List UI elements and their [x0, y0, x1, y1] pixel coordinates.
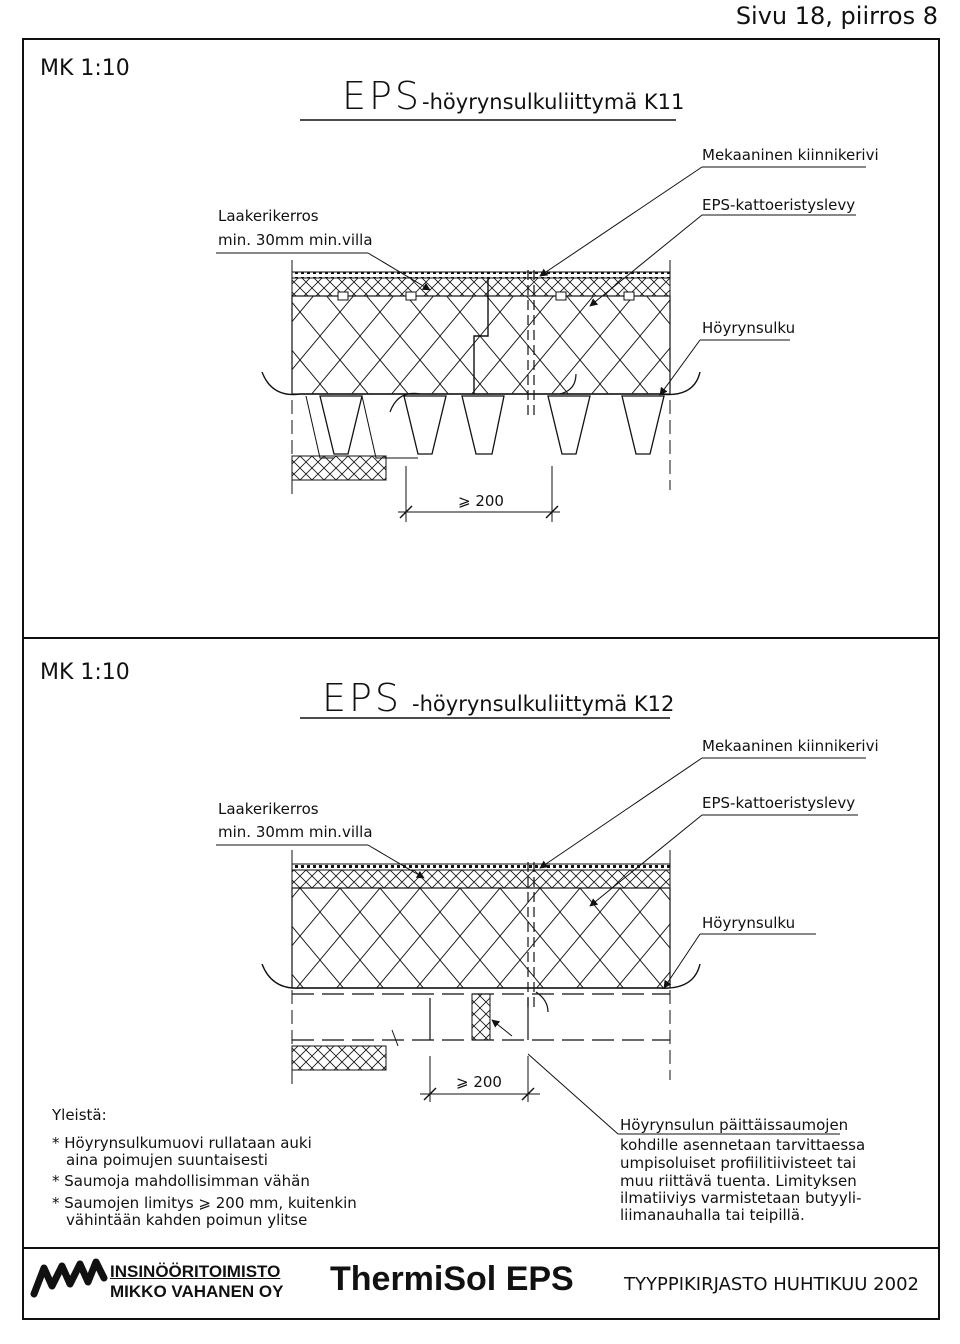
k11-label-layer-2: min. 30mm min.villa — [218, 231, 373, 249]
notes-heading: Yleistä: — [52, 1106, 107, 1124]
note-2-line1: * Saumoja mahdollisimman vähän — [52, 1172, 310, 1190]
k12-drawing — [216, 757, 866, 1135]
k11-dimension-label: ⩾ 200 — [458, 492, 504, 510]
side-note-line-4: muu riittävä tuenta. Limityksen — [620, 1172, 857, 1190]
k11-title-big: EPS — [342, 74, 423, 118]
k11-label-layer-1: Laakerikerros — [218, 207, 319, 225]
k12-label-layer-2: min. 30mm min.villa — [218, 823, 373, 841]
side-note-line-1: Höyrynsulun päittäissaumojen — [620, 1116, 849, 1134]
k11-drawing — [216, 166, 866, 522]
k11-label-board: EPS-kattoeristyslevy — [702, 196, 856, 214]
section-divider-1 — [22, 637, 940, 639]
k12-title-rest: -höyrynsulkuliittymä K12 — [412, 692, 675, 716]
sheet-border — [22, 38, 940, 1320]
k12-title-big: EPS — [322, 676, 403, 720]
page-header: Sivu 18, piirros 8 — [735, 2, 938, 30]
k12-label-layer-1: Laakerikerros — [218, 800, 319, 818]
side-note-line-3: umpisoluiset profiilitiivisteet tai — [620, 1154, 857, 1172]
k12-dimension-label: ⩾ 200 — [456, 1073, 502, 1091]
side-note-line-2: kohdille asennetaan tarvittaessa — [620, 1136, 866, 1154]
note-3-line2: vähintään kahden poimun ylitse — [66, 1211, 308, 1229]
company-name-line2: MIKKO VAHANEN OY — [110, 1282, 284, 1301]
k11-title-rest: -höyrynsulkuliittymä K11 — [422, 90, 685, 114]
k11-label-vapour: Höyrynsulku — [702, 319, 796, 337]
brand-name: ThermiSol EPS — [330, 1260, 574, 1298]
k12-title: EPS -höyrynsulkuliittymä K12 — [322, 676, 674, 720]
library-label: TYYPPIKIRJASTO HUHTIKUU 2002 — [624, 1274, 919, 1295]
note-1-line2: aina poimujen suuntaisesti — [66, 1151, 268, 1169]
k12-label-vapour: Höyrynsulku — [702, 914, 796, 932]
k12-scale: MK 1:10 — [40, 660, 130, 685]
k11-title: EPS-höyrynsulkuliittymä K11 — [342, 74, 684, 118]
note-1-line1: * Höyrynsulkumuovi rullataan auki — [52, 1134, 312, 1152]
company-logo — [30, 1258, 108, 1298]
k11-scale: MK 1:10 — [40, 56, 130, 81]
side-note-line-5: ilmatiiviys varmistetaan butyyli- — [620, 1189, 862, 1207]
k12-label-fastener: Mekaaninen kiinnikerivi — [702, 737, 879, 755]
section-divider-2 — [22, 1247, 940, 1249]
note-3-line1: * Saumojen limitys ⩾ 200 mm, kuitenkin — [52, 1194, 357, 1212]
side-note-line-6: liimanauhalla tai teipillä. — [620, 1206, 805, 1224]
k11-label-fastener: Mekaaninen kiinnikerivi — [702, 146, 879, 164]
k12-label-board: EPS-kattoeristyslevy — [702, 794, 856, 812]
company-name-line1: INSINÖÖRITOIMISTO — [110, 1262, 281, 1281]
